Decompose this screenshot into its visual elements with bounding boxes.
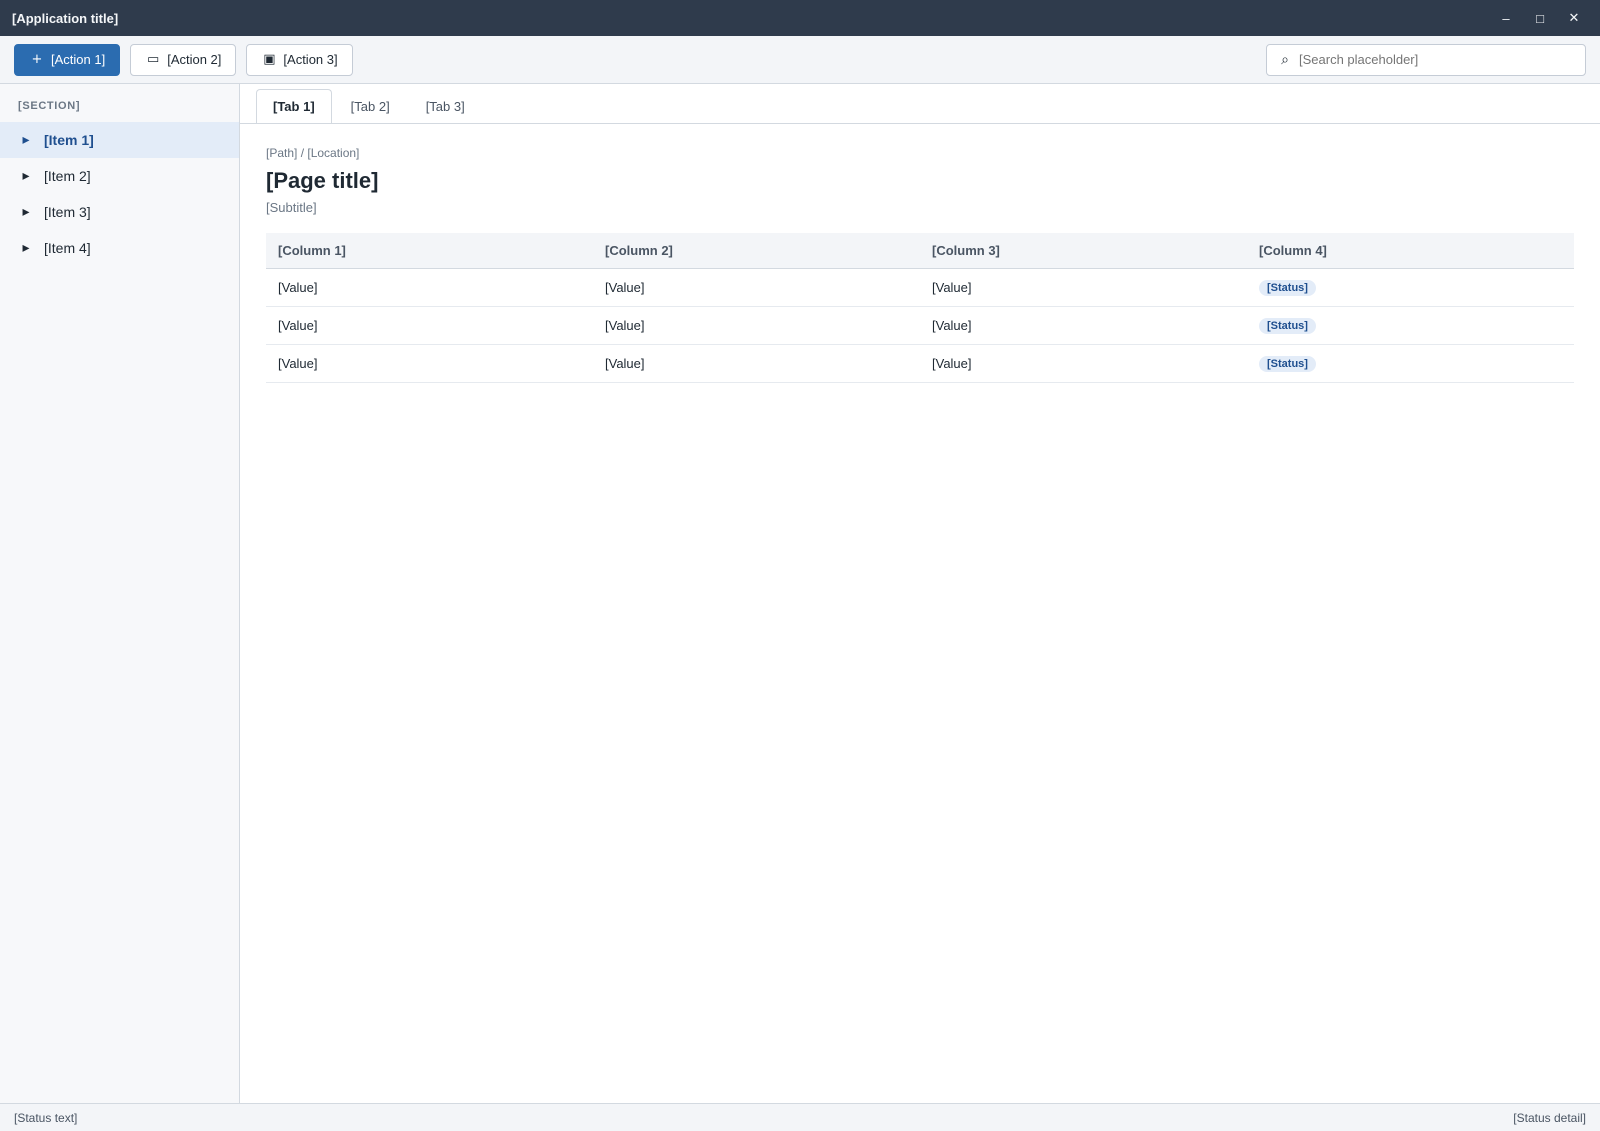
folder-icon: ▸ — [22, 204, 30, 220]
tab-2[interactable]: [Tab 2] — [350, 99, 390, 114]
minimize-button[interactable]: – — [1502, 10, 1510, 26]
status-text: [Status text] — [14, 1110, 78, 1125]
column-header[interactable]: [Column 1] — [266, 233, 593, 269]
table-cell: [Value] — [266, 344, 593, 383]
table-cell: [Value] — [593, 306, 920, 345]
table-row[interactable]: [Value] [Value] [Value] [Status] — [266, 344, 1574, 383]
data-table: [Column 1] [Column 2] [Column 3] [Column… — [266, 233, 1574, 383]
table-cell: [Value] — [920, 344, 1247, 383]
table-cell: [Value] — [920, 306, 1247, 345]
page-title: [Page title] — [266, 168, 379, 193]
folder-icon: ▸ — [22, 168, 30, 184]
tab-1[interactable]: [Tab 1] — [256, 89, 332, 123]
table-cell: [Status] — [1247, 268, 1574, 307]
tab-strip: [Tab 1] [Tab 2] [Tab 3] — [240, 84, 1600, 124]
table-cell: [Status] — [1247, 344, 1574, 383]
save-icon: ▣ — [263, 52, 276, 67]
table-header-row: [Column 1] [Column 2] [Column 3] [Column… — [266, 233, 1574, 269]
table-cell: [Value] — [593, 268, 920, 307]
toolbar-action-1-button[interactable]: + [Action 1] — [14, 43, 121, 76]
status-detail: [Status detail] — [1513, 1110, 1586, 1125]
plus-icon: + — [31, 52, 43, 67]
maximize-button[interactable]: □ — [1536, 10, 1544, 26]
search-box: ⌕ — [1266, 43, 1586, 76]
page-subtitle: [Subtitle] — [266, 200, 317, 215]
table-row[interactable]: [Value] [Value] [Value] [Status] — [266, 268, 1574, 307]
table-cell: [Value] — [593, 344, 920, 383]
status-bar: [Status text] [Status detail] — [0, 1103, 1600, 1131]
sidebar-item-4[interactable]: ▸ [Item 4] — [0, 230, 239, 266]
sidebar-item-label: [Item 3] — [44, 204, 91, 220]
tab-3[interactable]: [Tab 3] — [425, 99, 465, 114]
folder-icon: ▸ — [22, 132, 30, 148]
sidebar-item-label: [Item 4] — [44, 240, 91, 256]
column-header[interactable]: [Column 4] — [1247, 233, 1574, 269]
content-area: [Path] / [Location] [Page title] [Subtit… — [240, 124, 1600, 1103]
sidebar: [Section] ▸ [Item 1] ▸ [Item 2] ▸ [Item … — [0, 84, 240, 1103]
sidebar-item-3[interactable]: ▸ [Item 3] — [0, 194, 239, 230]
folder-icon: ▭ — [147, 52, 160, 67]
table-cell: [Value] — [266, 268, 593, 307]
table-cell: [Value] — [920, 268, 1247, 307]
status-badge: [Status] — [1259, 318, 1316, 334]
main-panel: [Tab 1] [Tab 2] [Tab 3] [Path] / [Locati… — [240, 84, 1600, 1103]
toolbar-action-3-button[interactable]: ▣ [Action 3] — [246, 43, 353, 76]
body-row: [Section] ▸ [Item 1] ▸ [Item 2] ▸ [Item … — [0, 84, 1600, 1103]
sidebar-item-1[interactable]: ▸ [Item 1] — [0, 122, 239, 158]
column-header[interactable]: [Column 3] — [920, 233, 1247, 269]
title-bar: [Application title] – □ ✕ — [0, 0, 1600, 36]
search-input[interactable] — [1299, 52, 1575, 67]
sidebar-item-2[interactable]: ▸ [Item 2] — [0, 158, 239, 194]
column-header[interactable]: [Column 2] — [593, 233, 920, 269]
window-title: [Application title] — [12, 10, 119, 26]
table-cell: [Value] — [266, 306, 593, 345]
toolbar-action-2-label: [Action 2] — [167, 52, 222, 67]
search-icon: ⌕ — [1281, 51, 1289, 68]
status-badge: [Status] — [1259, 356, 1316, 372]
sidebar-item-label: [Item 1] — [44, 132, 94, 148]
toolbar-action-1-label: [Action 1] — [51, 52, 106, 67]
folder-icon: ▸ — [22, 240, 30, 256]
sidebar-heading: [Section] — [18, 100, 81, 112]
sidebar-item-label: [Item 2] — [44, 168, 91, 184]
breadcrumb: [Path] / [Location] — [266, 146, 360, 160]
close-button[interactable]: ✕ — [1568, 10, 1580, 25]
table-row[interactable]: [Value] [Value] [Value] [Status] — [266, 306, 1574, 345]
toolbar-action-3-label: [Action 3] — [283, 52, 338, 67]
toolbar: + [Action 1] ▭ [Action 2] ▣ [Action 3] ⌕ — [0, 36, 1600, 84]
toolbar-action-2-button[interactable]: ▭ [Action 2] — [130, 43, 237, 76]
status-badge: [Status] — [1259, 280, 1316, 296]
table-cell: [Status] — [1247, 306, 1574, 345]
